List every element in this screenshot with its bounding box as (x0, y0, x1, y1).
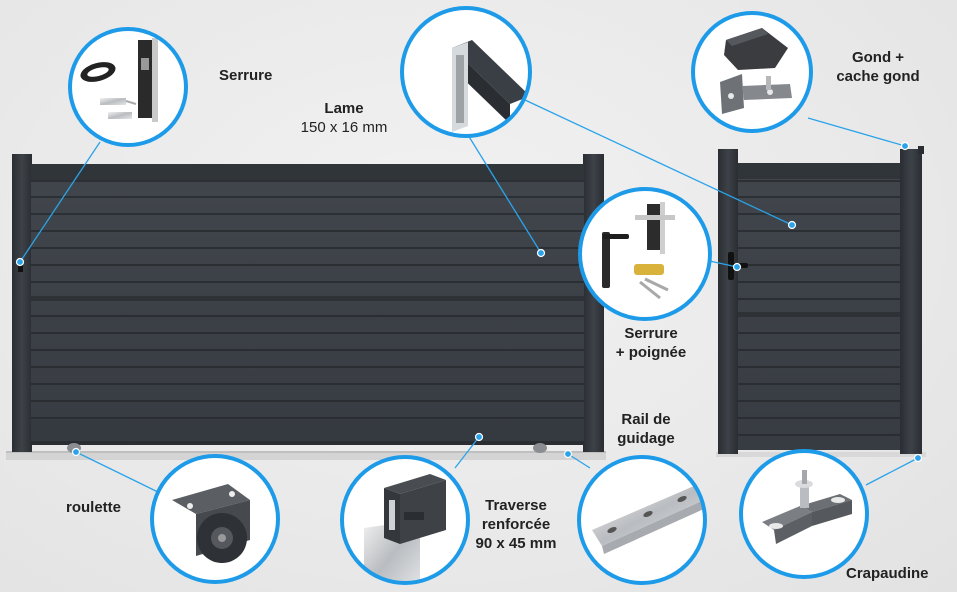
label-serrure-poignee: Serrure + poignée (601, 324, 701, 362)
lock-case-icon (68, 27, 188, 147)
crossbar-profile-icon (340, 455, 470, 585)
gate-wheel-right (533, 443, 547, 453)
label-gond: Gond + cache gond (823, 48, 933, 86)
label-rail-line2: guidage (617, 430, 675, 447)
label-gond-line1: Gond + (851, 49, 905, 66)
sliding-gate (12, 154, 604, 453)
pivot-plate-icon (739, 449, 869, 579)
label-roulette: roulette (66, 499, 122, 516)
label-lame-size: 150 x 16 mm (300, 119, 388, 136)
label-crapaudine: Crapaudine (846, 565, 929, 582)
label-rail-line1: Rail de (621, 411, 671, 428)
label-traverse-line2: renforcée (481, 516, 551, 533)
pedestrian-panel (738, 163, 900, 450)
gate-panel (31, 164, 584, 444)
label-lame: Lame 150 x 16 mm (290, 99, 398, 137)
pedestrian-left-post (718, 149, 738, 454)
hinge-icon (691, 11, 813, 133)
guide-rail-icon (577, 455, 707, 585)
label-gond-line2: cache gond (836, 68, 920, 85)
label-serrure: Serrure (219, 67, 273, 84)
ground-rail (6, 451, 606, 460)
slat-profile-icon (400, 6, 532, 138)
leader-lines (19, 99, 919, 495)
wheel-bracket-icon (150, 454, 280, 584)
label-traverse-line1: Traverse (485, 497, 547, 514)
label-serrure-poignee-line2: + poignée (615, 344, 687, 361)
label-rail: Rail de guidage (602, 410, 690, 448)
label-serrure-poignee-line1: Serrure (624, 325, 678, 342)
label-lame-title: Lame (324, 100, 364, 117)
left-post (12, 154, 32, 452)
pedestrian-right-post (900, 149, 922, 454)
label-traverse-size: 90 x 45 mm (475, 535, 557, 552)
label-traverse: Traverse renforcée 90 x 45 mm (461, 496, 571, 553)
pedestrian-gate (718, 146, 924, 454)
lock-handle-icon (578, 187, 712, 321)
